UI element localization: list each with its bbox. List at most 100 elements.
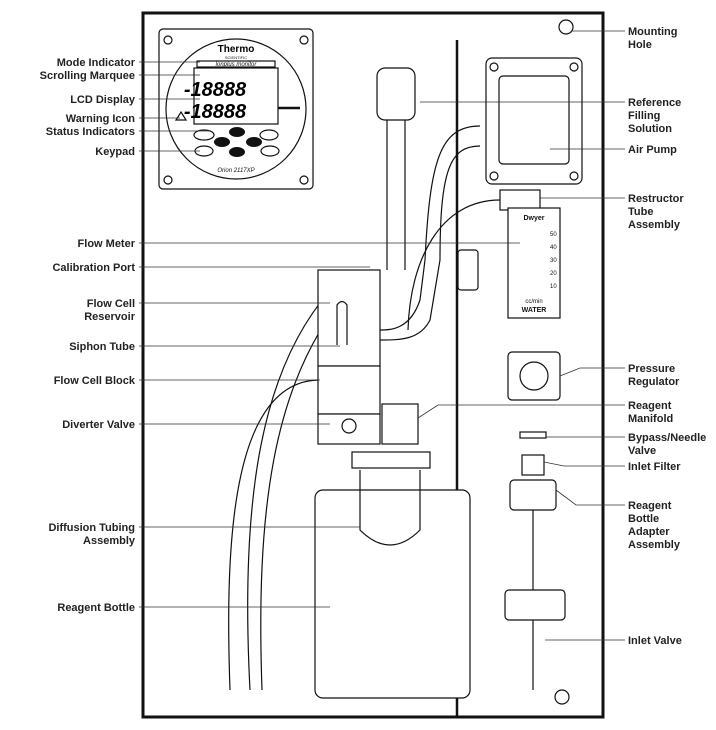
- label-line: Assembly: [628, 539, 681, 551]
- label-line: Reagent Bottle: [57, 602, 135, 614]
- brand-logo: Thermo: [218, 44, 255, 55]
- label-line: Calibration Port: [52, 262, 135, 274]
- scale-tick: 40: [550, 245, 557, 251]
- label-siphon-tube: Siphon Tube: [69, 341, 135, 353]
- leader-line: [559, 367, 625, 377]
- reagent-bottle-adapter-assembly: [509, 479, 557, 511]
- lcd-digits-bottom: -18888: [184, 101, 247, 123]
- siphon-tube: [336, 300, 348, 345]
- label-line: Reservoir: [84, 311, 135, 323]
- label-line: Valve: [628, 445, 656, 457]
- label-warning-icon: Warning Icon: [66, 113, 136, 125]
- flow-cell-block: [317, 365, 381, 415]
- label-line: Solution: [628, 123, 672, 135]
- air-pump: [485, 57, 583, 185]
- label-inlet-valve: Inlet Valve: [628, 635, 682, 647]
- label-line: Hole: [628, 39, 652, 51]
- controller: Thermo SCIENTIFIC lonplus monitor -18888…: [158, 28, 314, 190]
- warning-icon: [174, 110, 188, 121]
- label-line: Flow Cell Block: [54, 375, 136, 387]
- inlet-valve: [504, 589, 566, 621]
- label-line: Reference: [628, 97, 681, 109]
- label-calibration-port: Calibration Port: [52, 262, 135, 274]
- label-inlet-filter: Inlet Filter: [628, 461, 681, 473]
- label-line: Inlet Filter: [628, 461, 681, 473]
- label-mode-indicator: Mode Indicator: [57, 57, 136, 69]
- label-scrolling-marquee: Scrolling Marquee: [40, 70, 135, 82]
- scale-tick: 10: [550, 284, 557, 290]
- label-line: Mounting: [628, 26, 677, 38]
- label-flow-cell-block: Flow Cell Block: [54, 375, 136, 387]
- label-line: Diffusion Tubing: [48, 522, 135, 534]
- label-reagent-bottle: Reagent Bottle: [57, 602, 135, 614]
- restructor-tube-assembly: [499, 189, 541, 211]
- flow-meter: Dwyer 50 40 30 20 10 cc/min WATER: [499, 189, 561, 319]
- label-line: Siphon Tube: [69, 341, 135, 353]
- mode-indicator: lonplus monitor: [216, 62, 258, 68]
- label-line: Adapter: [628, 526, 670, 538]
- scale-tick: 50: [550, 232, 557, 238]
- keypad[interactable]: [193, 127, 280, 157]
- label-line: Mode Indicator: [57, 57, 136, 69]
- flow-meter-brand: Dwyer: [523, 215, 544, 222]
- label-line: Manifold: [628, 413, 673, 425]
- label-line: Status Indicators: [46, 126, 135, 138]
- label-line: Assembly: [83, 535, 136, 547]
- brand-sub: SCIENTIFIC: [225, 55, 247, 60]
- label-line: Assembly: [628, 219, 681, 231]
- reagent-bottle: [314, 489, 471, 699]
- flow-meter-units: cc/min: [525, 299, 542, 305]
- flow-meter-fluid: WATER: [522, 307, 547, 314]
- label-line: Air Pump: [628, 144, 677, 156]
- label-line: Inlet Valve: [628, 635, 682, 647]
- label-line: Tube: [628, 206, 653, 218]
- lcd-digits-top: -18888: [184, 79, 247, 101]
- inline-filter: [457, 249, 479, 291]
- label-status-indicators: Status Indicators: [46, 126, 135, 138]
- pressure-regulator: [507, 351, 561, 401]
- label-air-pump: Air Pump: [628, 144, 677, 156]
- leader-line: [417, 404, 625, 419]
- scale-tick: 20: [550, 271, 557, 277]
- label-line: Keypad: [95, 146, 135, 158]
- reference-filling-solution: [376, 67, 416, 121]
- lcd-display: [193, 67, 279, 125]
- label-line: Reagent: [628, 500, 672, 512]
- label-diverter-valve: Diverter Valve: [62, 419, 135, 431]
- label-line: Scrolling Marquee: [40, 70, 135, 82]
- flow-cell-reservoir: [317, 269, 381, 367]
- label-line: LCD Display: [70, 94, 136, 106]
- label-flow-meter: Flow Meter: [78, 238, 136, 250]
- model-label: Orion 2117XP: [217, 168, 254, 174]
- label-line: Diverter Valve: [62, 419, 135, 431]
- leader-line: [543, 461, 625, 467]
- label-line: Flow Cell: [87, 298, 135, 310]
- label-line: Bypass/Needle: [628, 432, 706, 444]
- leader-line: [555, 489, 625, 506]
- label-lcd-display: LCD Display: [70, 94, 136, 106]
- label-line: Bottle: [628, 513, 659, 525]
- label-line: Restructor: [628, 193, 684, 205]
- label-line: Reagent: [628, 400, 672, 412]
- scale-tick: 30: [550, 258, 557, 264]
- bypass-needle-valve: [519, 431, 547, 439]
- label-line: Filling: [628, 110, 660, 122]
- label-line: Flow Meter: [78, 238, 136, 250]
- mounting-hole-bottom: [554, 689, 570, 705]
- label-line: Pressure: [628, 363, 675, 375]
- reagent-manifold: [381, 403, 419, 445]
- label-keypad: Keypad: [95, 146, 135, 158]
- inlet-filter: [521, 454, 545, 476]
- label-line: Regulator: [628, 376, 680, 388]
